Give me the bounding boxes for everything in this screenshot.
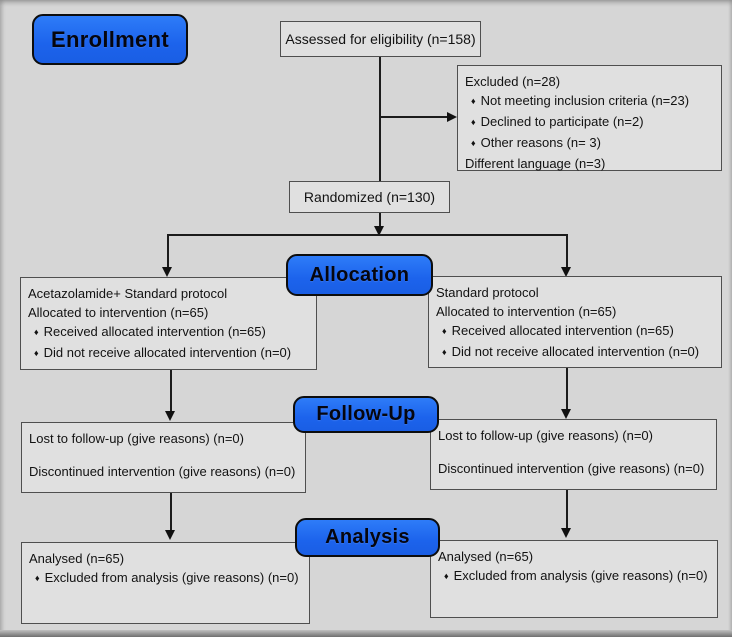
allocation-right-bullet-2: Did not receive allocated intervention (… [451, 344, 700, 359]
allocation-left-bullet-1: Received allocated intervention (n=65) [43, 324, 266, 339]
arrowhead-down-right-followup-icon [561, 409, 571, 419]
analysis-left-box: Analysed (n=65) ♦ Excluded from analysis … [21, 542, 310, 624]
diamond-bullet-icon: ♦ [34, 348, 39, 358]
branch-drop-left [167, 234, 169, 268]
stage-label-followup: Follow-Up [293, 396, 439, 433]
followup-left-line1: Lost to follow-up (give reasons) (n=0) [29, 431, 244, 446]
connector-right-followup [566, 368, 568, 410]
branch-drop-right [566, 234, 568, 268]
stage-label-analysis: Analysis [295, 518, 440, 557]
allocation-left-line1: Acetazolamide+ Standard protocol [28, 286, 228, 301]
allocation-left-box: Acetazolamide+ Standard protocol Allocat… [20, 277, 317, 370]
excluded-box: Excluded (n=28) ♦ Not meeting inclusion c… [457, 65, 722, 171]
excluded-title: Excluded (n=28) [465, 74, 561, 89]
arrowhead-down-left-followup-icon [165, 411, 175, 421]
followup-right-line1: Lost to follow-up (give reasons) (n=0) [438, 428, 653, 443]
branch-line-allocation [168, 234, 568, 236]
excluded-bullet-2: Declined to participate (n=2) [480, 114, 644, 129]
diamond-bullet-icon: ♦ [471, 96, 476, 106]
assessed-eligibility-text: Assessed for eligibility (n=158) [285, 30, 476, 47]
analysis-right-line1: Analysed (n=65) [438, 549, 534, 564]
assessed-eligibility-box: Assessed for eligibility (n=158) [280, 21, 481, 57]
diamond-bullet-icon: ♦ [471, 138, 476, 148]
excluded-bullet-3: Other reasons (n= 3) [480, 135, 601, 150]
analysis-left-bullet-1: Excluded from analysis (give reasons) (n… [44, 570, 299, 585]
arrowhead-right-excluded-icon [447, 112, 457, 122]
allocation-right-line1: Standard protocol [436, 285, 539, 300]
arrowhead-down-left-allocation-icon [162, 267, 172, 277]
arrowhead-down-branch-icon [374, 226, 384, 236]
arrowhead-down-left-analysis-icon [165, 530, 175, 540]
analysis-right-bullet-1: Excluded from analysis (give reasons) (n… [453, 568, 708, 583]
arrowhead-down-right-analysis-icon [561, 528, 571, 538]
allocation-left-bullet-2: Did not receive allocated intervention (… [43, 345, 292, 360]
connector-right-analysis [566, 490, 568, 529]
diamond-bullet-icon: ♦ [442, 326, 447, 336]
excluded-bullet-1: Not meeting inclusion criteria (n=23) [480, 93, 690, 108]
stage-label-allocation: Allocation [286, 254, 433, 296]
diamond-bullet-icon: ♦ [442, 347, 447, 357]
connector-randomized-branch [379, 213, 381, 227]
followup-right-box: Lost to follow-up (give reasons) (n=0) D… [430, 419, 717, 490]
allocation-left-line2: Allocated to intervention (n=65) [28, 305, 209, 320]
allocation-right-line2: Allocated to intervention (n=65) [436, 304, 617, 319]
stage-label-enrollment: Enrollment [32, 14, 188, 65]
connector-assessed-randomized [379, 57, 381, 181]
connector-left-followup [170, 370, 172, 412]
analysis-left-line1: Analysed (n=65) [29, 551, 125, 566]
connector-left-analysis [170, 493, 172, 531]
arrowhead-down-right-allocation-icon [561, 267, 571, 277]
connector-to-excluded [380, 116, 448, 118]
followup-left-box: Lost to follow-up (give reasons) (n=0) D… [21, 422, 306, 493]
diamond-bullet-icon: ♦ [444, 571, 449, 581]
randomized-text: Randomized (n=130) [303, 188, 436, 205]
diamond-bullet-icon: ♦ [471, 117, 476, 127]
randomized-box: Randomized (n=130) [289, 181, 450, 213]
allocation-right-box: Standard protocol Allocated to intervent… [428, 276, 722, 368]
image-bottom-shadow [0, 630, 732, 637]
followup-right-line2: Discontinued intervention (give reasons)… [438, 461, 705, 476]
diamond-bullet-icon: ♦ [35, 573, 40, 583]
allocation-right-bullet-1: Received allocated intervention (n=65) [451, 323, 674, 338]
diamond-bullet-icon: ♦ [34, 327, 39, 337]
excluded-note: Different language (n=3) [465, 156, 606, 171]
analysis-right-box: Analysed (n=65) ♦ Excluded from analysis … [430, 540, 718, 618]
followup-left-line2: Discontinued intervention (give reasons)… [29, 464, 296, 479]
